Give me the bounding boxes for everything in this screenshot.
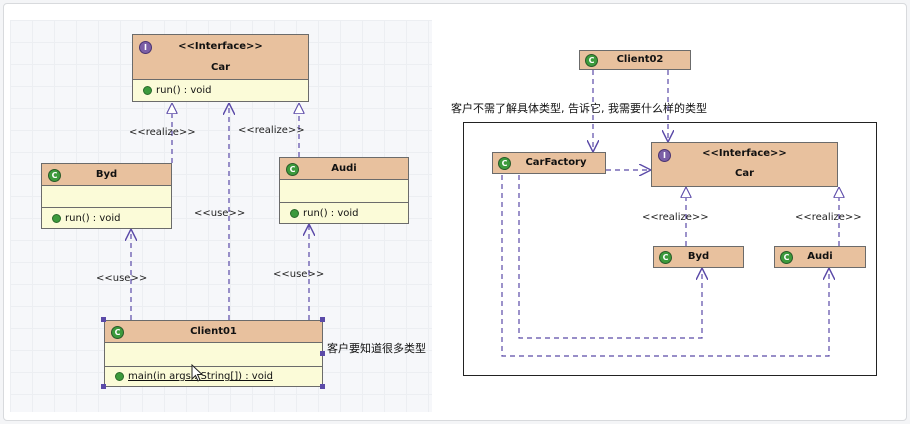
interface-icon: I [139,41,152,54]
class-car-interface-right[interactable]: I <<Interface>> Car [651,142,838,187]
selection-handle[interactable] [320,384,325,389]
use-carfactory-audi [501,175,829,357]
byd-name-right: Byd [687,251,710,262]
use-carfactory-byd [518,175,702,339]
audi-name-right: Audi [807,251,833,262]
use-label-left: <<use>> [96,273,148,284]
car-name-right: Car [734,168,755,179]
operation-icon [52,213,61,223]
car-name: Car [210,62,231,73]
carfactory-name: CarFactory [525,157,587,168]
use-label-middle: <<use>> [194,208,246,219]
class-byd[interactable]: C Byd run() : void [41,163,172,229]
class-icon: C [585,54,598,67]
realize-label-right: <<realize>> [238,125,305,136]
class-client01[interactable]: C Client01 main(in args : String[]) : vo… [104,320,323,387]
selection-handle[interactable] [101,317,106,322]
class-car-interface[interactable]: I <<Interface>> Car run() : void [132,34,309,102]
class-icon: C [48,169,61,182]
mouse-pointer-icon [191,364,204,382]
class-icon: C [111,326,124,339]
operation-icon [290,208,299,218]
operation-icon [143,86,152,95]
left-note: 客户要知道很多类型 [327,342,426,355]
selection-handle[interactable] [101,384,106,389]
right-note: 客户不需了解具体类型, 告诉它, 我需要什么样的类型 [451,102,707,115]
audi-name: Audi [331,163,357,174]
car-stereotype-right: <<Interface>> [702,148,787,159]
realize-label-left-right: <<realize>> [642,212,709,223]
realize-label-left: <<realize>> [129,127,196,138]
class-audi[interactable]: C Audi run() : void [279,157,409,224]
car-op: run() : void [156,85,212,96]
class-icon: C [780,251,793,264]
class-icon: C [498,157,511,170]
selection-handle[interactable] [320,351,325,356]
car-stereotype: <<Interface>> [178,41,263,52]
class-byd-right[interactable]: C Byd [653,246,744,268]
client01-op: main(in args : String[]) : void [128,371,273,382]
class-icon: C [659,251,672,264]
audi-op: run() : void [303,207,359,219]
class-audi-right[interactable]: C Audi [774,246,866,268]
operation-icon [115,372,124,381]
class-client02[interactable]: C Client02 [579,50,691,70]
class-carfactory[interactable]: C CarFactory [492,152,606,174]
selection-handle[interactable] [320,317,325,322]
client02-name: Client02 [616,54,664,65]
client01-name: Client01 [190,326,237,337]
class-icon: C [286,163,299,176]
use-label-right: <<use>> [273,269,325,280]
interface-icon: I [658,149,671,162]
byd-name: Byd [95,169,118,180]
byd-op: run() : void [65,212,121,224]
realize-label-right-right: <<realize>> [795,212,862,223]
